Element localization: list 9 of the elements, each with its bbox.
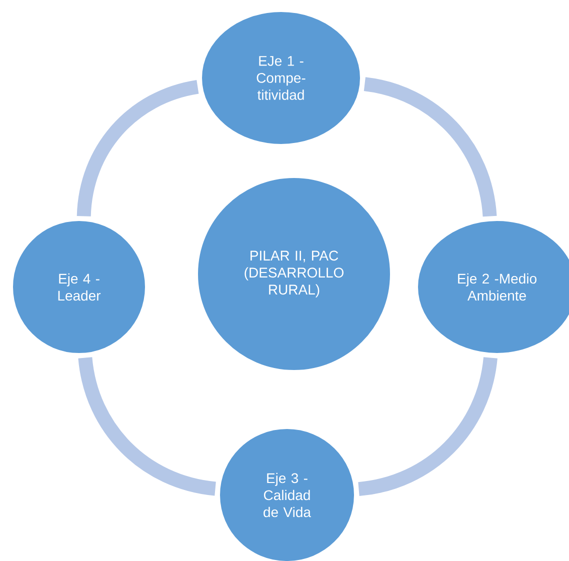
circle-node: Eje 3 - Calidad de Vida (218, 427, 356, 561)
ring-arc (76, 80, 200, 217)
circle-node: PILAR II, PAC (DESARROLLO RURAL) (196, 176, 392, 372)
ring-arc (358, 356, 498, 496)
ring-arc (78, 356, 216, 496)
circle-node: EJe 1 - Compe- titividad (200, 10, 362, 146)
ring-arc (364, 77, 497, 218)
circle-node: Eje 2 -Medio Ambiente (416, 219, 569, 355)
circle-node: Eje 4 - Leader (11, 219, 147, 355)
